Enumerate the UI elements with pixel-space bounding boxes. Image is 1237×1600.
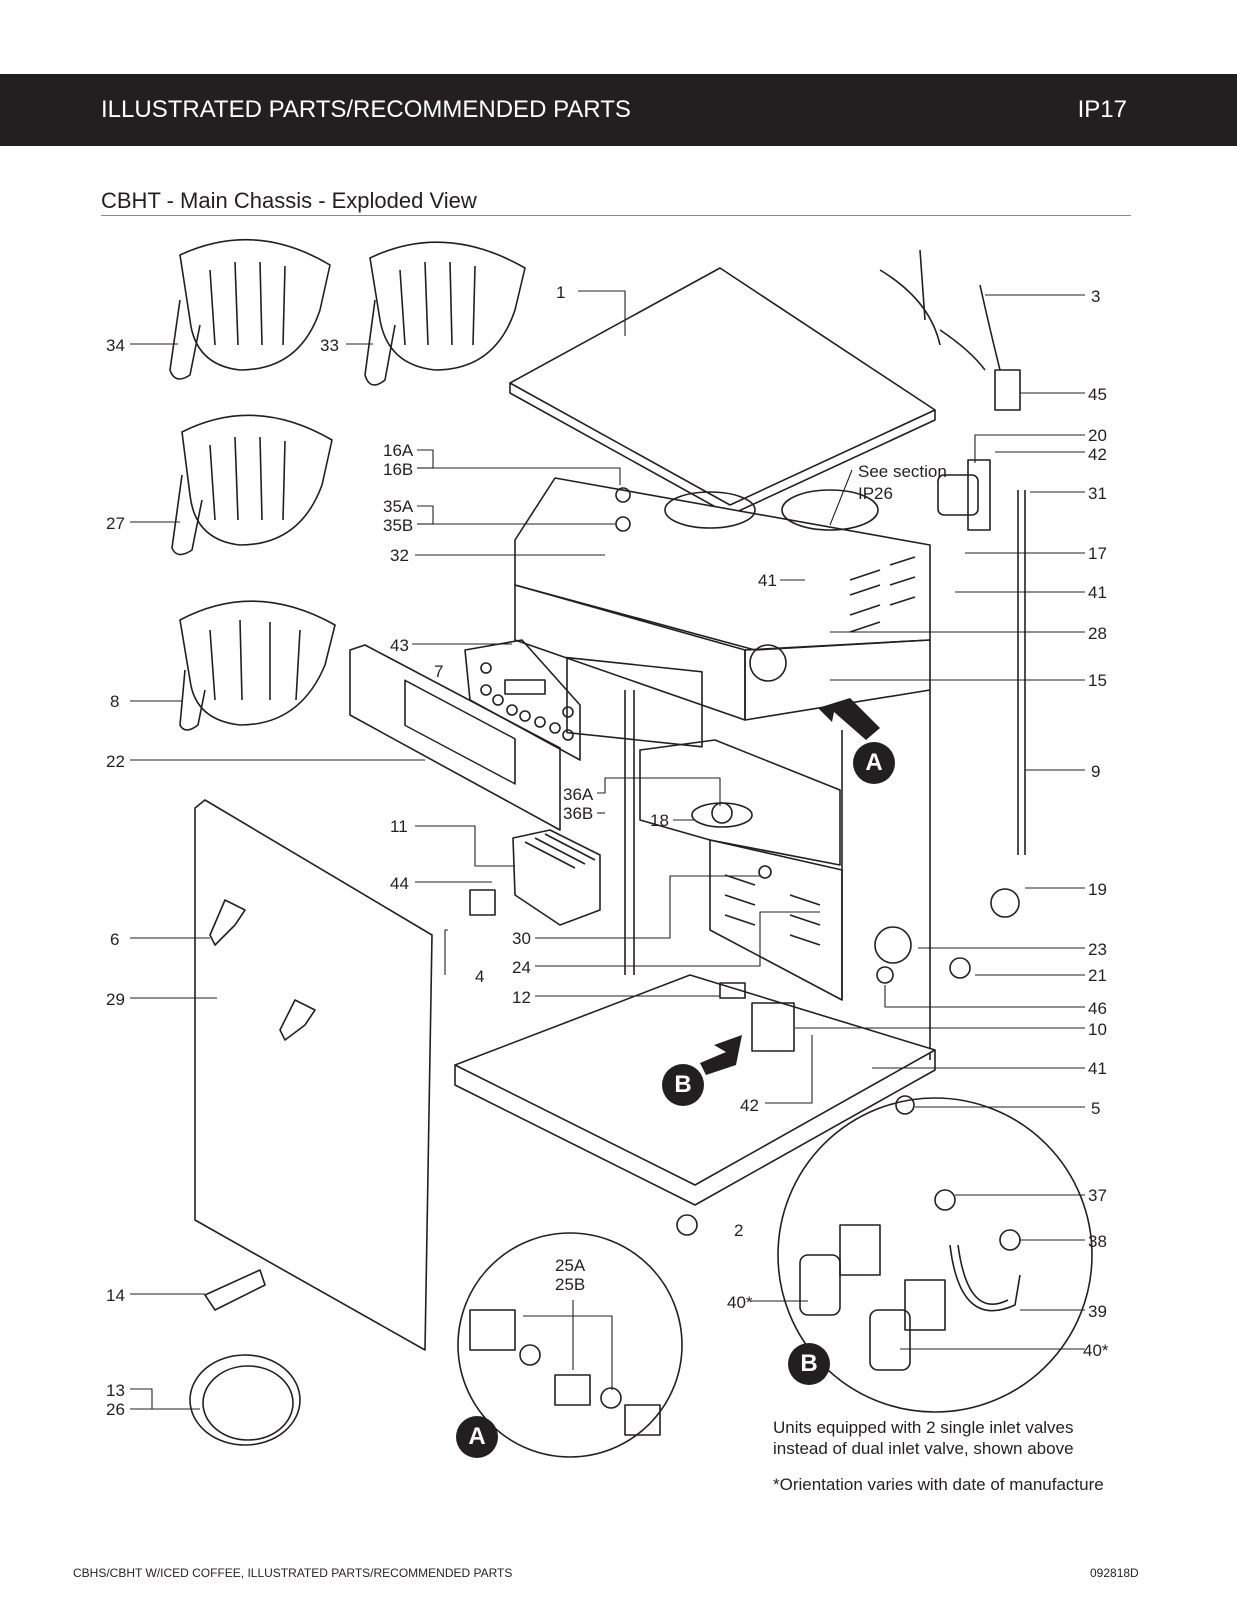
- detail-circle-a: [457, 1232, 683, 1458]
- callout-41-lower: 41: [1088, 1059, 1107, 1078]
- diagram-title: CBHT - Main Chassis - Exploded View: [101, 188, 477, 213]
- callout-44: 44: [390, 874, 409, 893]
- callout-34: 34: [106, 336, 125, 355]
- detail-circle-badge-b: B: [788, 1343, 830, 1385]
- callout-2: 2: [734, 1221, 744, 1240]
- callout-18: 18: [650, 811, 669, 830]
- callout-29: 29: [106, 990, 125, 1009]
- footer-doc-title: CBHS/CBHT W/ICED COFFEE, ILLUSTRATED PAR…: [73, 1566, 513, 1580]
- callout-42-lower: 42: [740, 1096, 759, 1115]
- page-number: IP17: [1077, 96, 1127, 123]
- callout-27: 27: [106, 514, 125, 533]
- see-section-note: See section IP26: [858, 462, 947, 503]
- detail-circle-b: [777, 1097, 1093, 1413]
- tubing-coil: [189, 1354, 301, 1446]
- callout-14: 14: [106, 1286, 125, 1305]
- callout-40-left: 40*: [727, 1293, 753, 1312]
- wire-harness: [879, 249, 1001, 371]
- side-vents: [849, 556, 916, 633]
- callout-15: 15: [1088, 671, 1107, 690]
- callout-41-inner: 41: [758, 571, 777, 590]
- arrow-b: [700, 1035, 742, 1075]
- orientation-note: *Orientation varies with date of manufac…: [773, 1475, 1104, 1494]
- callout-43: 43: [390, 636, 409, 655]
- callout-11: 11: [390, 817, 408, 836]
- keypad-buttons: [480, 662, 574, 741]
- brew-basket-34: [169, 238, 331, 380]
- callout-8: 8: [110, 692, 120, 711]
- callout-38: 38: [1088, 1232, 1107, 1251]
- page-header: ILLUSTRATED PARTS/RECOMMENDED PARTS IP17: [0, 74, 1237, 146]
- arrow-a: [818, 698, 880, 740]
- callout-45: 45: [1088, 385, 1107, 404]
- callout-4: 4: [475, 967, 485, 986]
- heat-sink: [512, 829, 601, 926]
- callout-16: 16A 16B: [383, 441, 414, 479]
- callout-23: 23: [1088, 940, 1107, 959]
- callout-7: 7: [434, 662, 444, 681]
- inlet-valve-note: Units equipped with 2 single inlet valve…: [773, 1418, 1074, 1458]
- detail-circle-badge-a: A: [456, 1416, 498, 1458]
- callout-35: 35A 35B: [383, 497, 414, 535]
- callout-46: 46: [1088, 999, 1107, 1018]
- grease-tube: [204, 1269, 266, 1311]
- callout-37: 37: [1088, 1186, 1107, 1205]
- callout-6: 6: [110, 930, 120, 949]
- label-panel: [349, 644, 561, 831]
- front-panel: [194, 799, 433, 1351]
- callout-42-top: 42: [1088, 445, 1107, 464]
- callout-41-right: 41: [1088, 583, 1107, 602]
- brew-basket-33: [364, 241, 526, 386]
- footer-doc-code: 092818D: [1090, 1566, 1139, 1580]
- callout-25: 25A 25B: [555, 1256, 586, 1294]
- callout-10: 10: [1088, 1020, 1107, 1039]
- callout-39: 39: [1088, 1302, 1107, 1321]
- callout-19: 19: [1088, 880, 1107, 899]
- callout-17: 17: [1088, 544, 1107, 563]
- callout-40-right: 40*: [1083, 1341, 1109, 1360]
- callout-1: 1: [556, 283, 566, 302]
- header-title: ILLUSTRATED PARTS/RECOMMENDED PARTS: [101, 96, 631, 123]
- callout-31: 31: [1088, 484, 1107, 503]
- callout-13-26: 13 26: [106, 1381, 125, 1419]
- brew-basket-8: [179, 600, 336, 731]
- callout-3: 3: [1091, 287, 1101, 306]
- callout-30: 30: [512, 929, 531, 948]
- brew-basket-27: [171, 414, 333, 556]
- callout-5: 5: [1091, 1099, 1101, 1118]
- callout-32: 32: [390, 546, 409, 565]
- callout-12: 12: [512, 988, 531, 1007]
- callout-36: 36A 36B: [563, 785, 594, 823]
- title-rule: [101, 215, 1131, 216]
- callout-20: 20: [1088, 426, 1107, 445]
- callout-28: 28: [1088, 624, 1107, 643]
- callout-21: 21: [1088, 966, 1107, 985]
- control-board: [464, 639, 581, 761]
- callout-33: 33: [320, 336, 339, 355]
- callout-9: 9: [1091, 762, 1101, 781]
- lower-vents: [724, 874, 821, 946]
- detail-badge-b: B: [662, 1064, 704, 1106]
- callout-24: 24: [512, 958, 531, 977]
- callout-22: 22: [106, 752, 125, 771]
- detail-badge-a: A: [853, 742, 895, 784]
